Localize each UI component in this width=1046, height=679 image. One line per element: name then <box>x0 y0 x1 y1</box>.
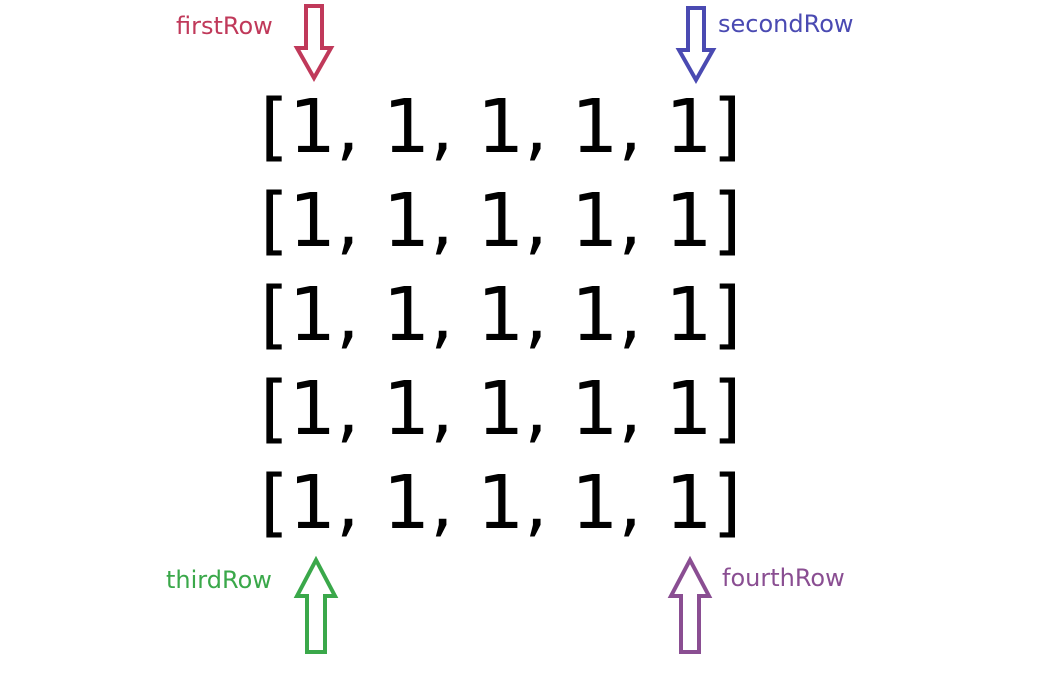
matrix-row: [1, 1, 1, 1, 1] <box>260 84 742 170</box>
matrix-row: [1, 1, 1, 1, 1] <box>260 460 742 546</box>
fourth-row-label: fourthRow <box>722 564 845 592</box>
first-row-arrow-down-icon <box>293 4 335 83</box>
second-row-label: secondRow <box>718 10 854 38</box>
third-row-label: thirdRow <box>166 566 272 594</box>
third-row-arrow-up-icon <box>293 555 339 654</box>
first-row-label: firstRow <box>176 12 273 40</box>
matrix-row: [1, 1, 1, 1, 1] <box>260 178 742 264</box>
matrix: [1, 1, 1, 1, 1] [1, 1, 1, 1, 1] [1, 1, 1… <box>260 80 760 550</box>
fourth-row-arrow-up-icon <box>667 555 713 654</box>
matrix-row: [1, 1, 1, 1, 1] <box>260 366 742 452</box>
second-row-arrow-down-icon <box>675 6 717 85</box>
matrix-row: [1, 1, 1, 1, 1] <box>260 272 742 358</box>
